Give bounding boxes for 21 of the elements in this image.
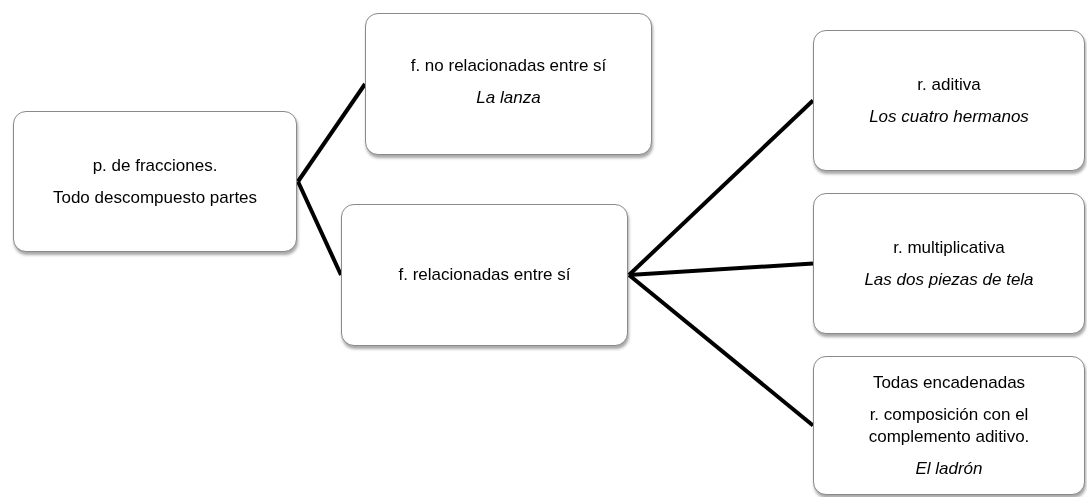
rounded-box xyxy=(813,30,1085,171)
node-text: Todas encadenadas xyxy=(872,371,1026,394)
node-text: r. multiplicativa xyxy=(893,236,1005,259)
node-text: p. de fracciones. xyxy=(92,154,218,177)
rounded-box xyxy=(13,111,297,252)
connector-line xyxy=(296,82,367,183)
connector-line xyxy=(627,273,815,428)
example-text: Los cuatro hermanos xyxy=(869,105,1029,128)
example-text: El ladrón xyxy=(915,457,983,480)
rounded-box xyxy=(813,193,1085,334)
example-text: La lanza xyxy=(476,87,541,109)
node-text: f. no relacionadas entre sí xyxy=(410,55,607,77)
example-text: Las dos piezas de tela xyxy=(864,268,1034,291)
rounded-box xyxy=(813,356,1085,495)
node-text: r. composición con el complemento aditivo. xyxy=(867,403,1031,448)
node-text: f. relacionadas entre sí xyxy=(398,264,571,286)
node-text: Todo descompuesto partes xyxy=(52,186,258,209)
connector-line xyxy=(296,180,343,276)
rounded-box xyxy=(365,13,652,155)
node-text: r. aditiva xyxy=(917,73,981,96)
rounded-box xyxy=(341,204,628,346)
